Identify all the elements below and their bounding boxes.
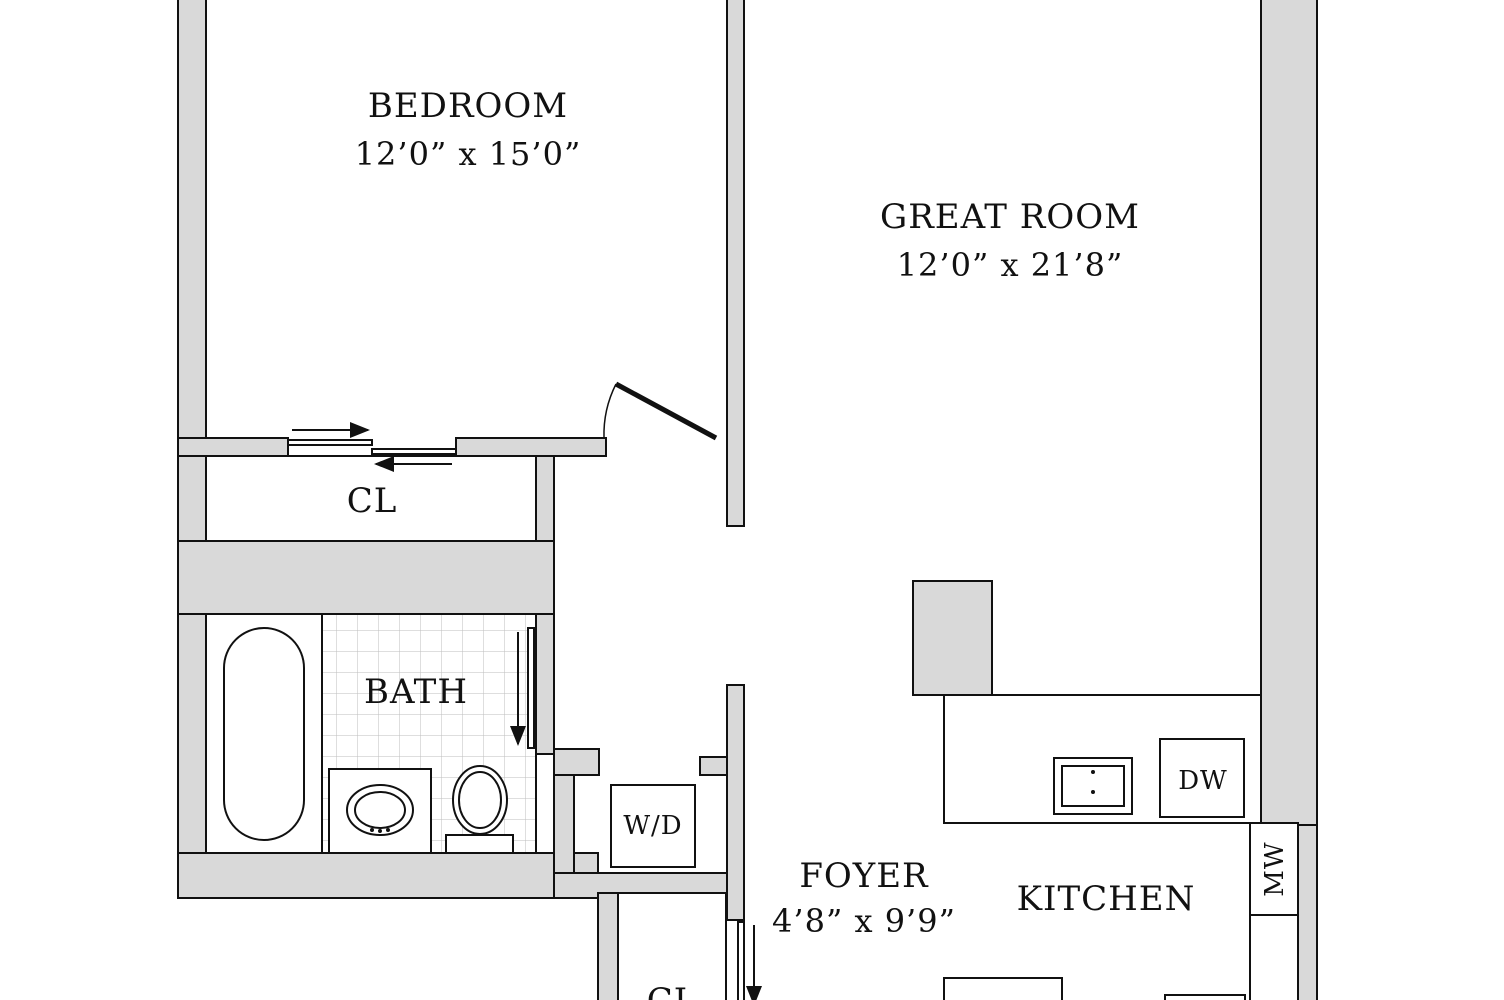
- washer-dryer-label: W/D: [623, 811, 682, 841]
- kitchen-faucet-dot: [1091, 770, 1095, 774]
- sliding-door-upper: [287, 439, 373, 446]
- bedroom-door-leaf: [614, 381, 718, 441]
- foyer-closet-door: [737, 921, 745, 1000]
- range: [943, 977, 1063, 1000]
- bedroom-dimensions: 12’0” x 15’0”: [355, 135, 582, 173]
- wall-foyer-west: [726, 684, 745, 921]
- closet-1-label: CL: [347, 481, 398, 521]
- column: [912, 580, 993, 696]
- bedroom-door-swing: [603, 383, 617, 439]
- bedroom-label: BEDROOM: [368, 86, 568, 126]
- toilet-tank: [445, 834, 514, 854]
- vanity-faucet-dot: [378, 829, 382, 833]
- vanity-faucet-dot: [386, 828, 390, 832]
- kitchen-label: KITCHEN: [1017, 879, 1196, 919]
- bath-label: BATH: [364, 672, 468, 712]
- wall-lower-left: [597, 892, 619, 1000]
- great-room-label: GREAT ROOM: [880, 197, 1140, 237]
- walls: [177, 0, 1318, 1000]
- dishwasher-box: [1159, 738, 1245, 818]
- foyer-dimensions: 4’8” x 9’9”: [772, 902, 956, 940]
- bathtub: [223, 627, 305, 841]
- fridge-edge: [1164, 994, 1246, 1000]
- wall-right-exterior: [1260, 0, 1318, 826]
- dishwasher-label: DW: [1178, 766, 1228, 796]
- wall-bath-bottom: [177, 852, 599, 899]
- bath-door: [527, 627, 535, 749]
- closet-2-label: CL: [647, 981, 698, 1000]
- wall-closet-bath-mass: [177, 540, 555, 615]
- closet-2-outline: [617, 892, 727, 1000]
- kitchen-faucet-dot: [1091, 790, 1095, 794]
- toilet-seat: [458, 771, 502, 829]
- wall-bath-east: [535, 613, 555, 755]
- closet-1-outline: [205, 455, 537, 542]
- microwave-box: [1249, 822, 1299, 916]
- wall-bedroom-south-left: [177, 437, 289, 457]
- great-room-dimensions: 12’0” x 21’8”: [897, 246, 1124, 284]
- wall-bedroom-south-mid: [455, 437, 607, 457]
- microwave-label: MW: [1260, 841, 1290, 896]
- wall-bedroom-east: [726, 0, 745, 527]
- wall-wd-top: [553, 748, 600, 776]
- wall-right-exterior-lower: [1297, 824, 1318, 1000]
- foyer-label: FOYER: [799, 856, 929, 896]
- vanity-sink-inner: [354, 791, 406, 829]
- wd-box: [610, 784, 696, 868]
- sliding-door-lower: [371, 448, 457, 455]
- vanity-faucet-dot: [370, 828, 374, 832]
